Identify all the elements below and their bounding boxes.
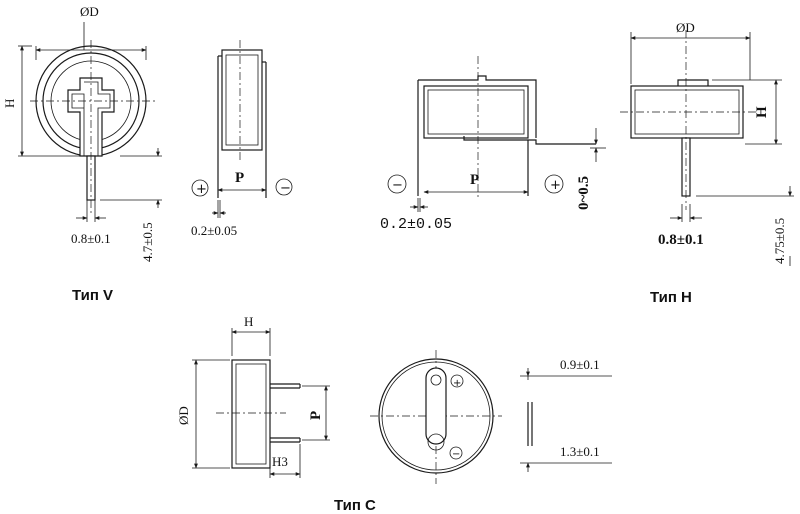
- type-c-tab-bottom-label: 1.3±0.1: [560, 444, 600, 459]
- type-v-plus-symbol: [191, 179, 209, 197]
- type-h-offset-label: 0~0.5: [576, 176, 592, 210]
- type-v-lead-thickness-label: 0.2±0.05: [191, 223, 237, 238]
- svg-text:−: −: [452, 449, 460, 460]
- type-h-pitch-label: P: [470, 172, 479, 188]
- type-h-pin-length-label: 4.75±0.5: [772, 218, 787, 264]
- type-c-diameter-label: ØD: [176, 406, 191, 425]
- type-h-side-drawing: P − + 0.2±0.05 0~0.5: [380, 56, 606, 233]
- type-v-pin-length-label: 4.7±0.5: [140, 222, 155, 262]
- type-h-drawing: ØD H 0.8±0.1 4.75±0.5 Тип H: [620, 20, 794, 306]
- type-c-tab-top-label: 0.9±0.1: [560, 357, 600, 372]
- type-v-title: Тип V: [72, 287, 113, 304]
- svg-text:+: +: [550, 178, 561, 193]
- type-v-front-view: [30, 40, 155, 215]
- type-v-drawing: ØD H 0.8±0.1 4.7±0.5 P: [2, 4, 293, 304]
- type-c-height-label: H: [244, 314, 253, 329]
- type-h-lead-thickness-label: 0.2±0.05: [380, 216, 452, 233]
- type-h-pin-width-label: 0.8±0.1: [658, 232, 704, 248]
- svg-text:+: +: [453, 378, 461, 389]
- type-c-pitch-label: P: [308, 411, 324, 420]
- type-c-title: Тип C: [334, 497, 376, 514]
- svg-text:−: −: [392, 178, 403, 193]
- svg-text:+: +: [196, 182, 207, 197]
- type-v-pin-width-label: 0.8±0.1: [71, 231, 111, 246]
- type-h-minus-symbol: [387, 174, 407, 194]
- type-v-minus-symbol: [275, 178, 293, 196]
- type-h-plus-symbol: [544, 174, 564, 194]
- type-v-diameter-label: ØD: [80, 4, 99, 19]
- svg-text:−: −: [280, 181, 291, 196]
- type-v-height-label: H: [2, 99, 17, 108]
- type-v-pitch-label: P: [235, 170, 244, 186]
- type-h-height-label: H: [754, 106, 770, 118]
- type-h-title: Тип H: [650, 289, 692, 306]
- type-c-drawing: H ØD P H3 + − 0.9±0.1: [176, 314, 612, 514]
- type-c-plus-symbol: [450, 374, 464, 388]
- type-v-side-view: [217, 40, 267, 198]
- type-c-minus-symbol: [449, 446, 463, 460]
- type-c-h3-label: H3: [272, 454, 288, 469]
- type-h-diameter-label: ØD: [676, 20, 695, 35]
